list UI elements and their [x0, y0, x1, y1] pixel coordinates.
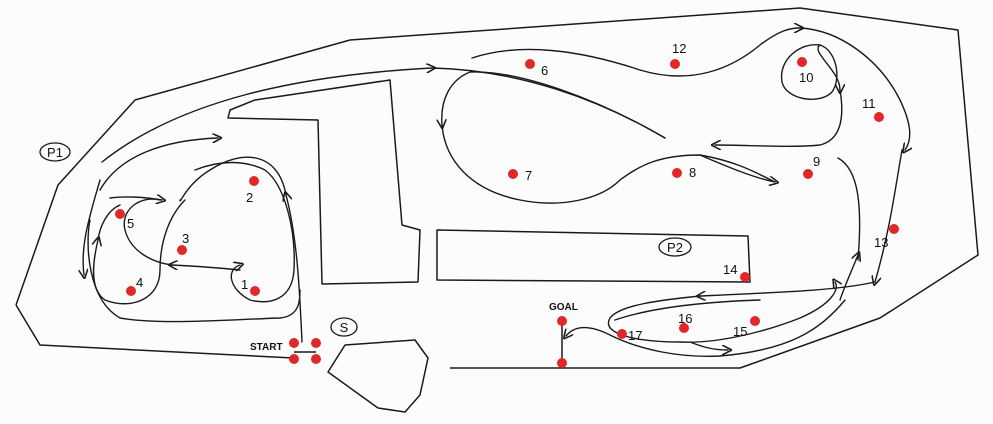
route-top-across	[101, 68, 432, 163]
svg-text:9: 9	[813, 154, 820, 169]
cone-14: 14	[723, 262, 750, 282]
route-to-goal	[566, 299, 846, 357]
svg-text:13: 13	[874, 235, 888, 250]
cone-9: 9	[803, 154, 820, 179]
outer-boundary-start-side	[15, 304, 294, 359]
svg-text:12: 12	[672, 41, 686, 56]
start-label: START	[250, 342, 283, 353]
p2-label: P2	[667, 240, 683, 255]
route-right-down	[875, 149, 903, 282]
svg-text:6: 6	[541, 63, 548, 78]
route-9-back	[715, 89, 843, 146]
route-3-loop	[123, 198, 173, 266]
cone-1: 1	[241, 277, 260, 296]
start-cones	[289, 338, 321, 364]
route-left-big-loop	[83, 179, 101, 275]
svg-text:10: 10	[799, 70, 813, 85]
inner-block-p2	[436, 229, 751, 283]
s-label: S	[340, 320, 349, 335]
route-lower-return	[700, 281, 876, 296]
route-p1-upper	[99, 138, 218, 191]
start-cone	[289, 354, 299, 364]
goal-label: GOAL	[549, 302, 578, 313]
cone-17: 17	[617, 328, 642, 343]
goal-cones	[557, 316, 567, 368]
outer-boundary	[15, 7, 979, 369]
route-12-top	[471, 28, 800, 77]
cone-5: 5	[115, 209, 134, 231]
svg-text:7: 7	[525, 168, 532, 183]
route-to-9-arrow	[699, 154, 775, 182]
route-lower-15-arrow	[689, 341, 728, 350]
route-7-loop	[441, 124, 776, 204]
route-13-up	[839, 255, 858, 301]
route-top-across-2	[431, 67, 666, 139]
route-lower-loop-1516	[607, 282, 836, 343]
route-5-to-4	[94, 199, 186, 305]
cone-3: 3	[177, 231, 189, 255]
p2-marker: P2	[658, 237, 692, 257]
cone-4: 4	[126, 275, 143, 296]
cone-2: 2	[246, 176, 259, 205]
svg-text:8: 8	[689, 165, 696, 180]
p1-marker: P1	[39, 142, 71, 162]
cone-11: 11	[862, 96, 884, 122]
svg-text:17: 17	[628, 328, 642, 343]
svg-text:5: 5	[127, 216, 134, 231]
start-cone	[311, 354, 321, 364]
svg-text:2: 2	[246, 190, 253, 205]
p1-label: P1	[47, 145, 63, 160]
s-building	[327, 339, 429, 413]
cone-8: 8	[672, 165, 696, 180]
cone-6: 6	[525, 59, 548, 78]
cone-15: 15	[733, 316, 760, 339]
svg-text:11: 11	[862, 96, 876, 111]
route-5-arrow	[109, 197, 162, 200]
route-1-to-3	[172, 265, 241, 271]
route-lower-loop	[87, 204, 301, 323]
svg-text:16: 16	[678, 311, 692, 326]
svg-text:4: 4	[136, 275, 143, 290]
cone-13: 13	[874, 224, 899, 250]
goal-cone	[557, 316, 567, 326]
goal-cone	[557, 358, 567, 368]
start-cone	[311, 338, 321, 348]
route-9-down	[837, 157, 861, 261]
route-start-to-2	[286, 195, 303, 343]
svg-text:1: 1	[241, 277, 248, 292]
route-2-loop	[194, 161, 295, 303]
route-around-2	[179, 156, 287, 202]
svg-text:3: 3	[182, 231, 189, 246]
route-10-loop	[799, 27, 910, 150]
svg-text:14: 14	[723, 262, 737, 277]
svg-text:15: 15	[733, 324, 747, 339]
start-cone	[289, 338, 299, 348]
cone-7: 7	[508, 168, 532, 183]
route-lower-upper	[614, 299, 761, 321]
route-10-inner	[780, 44, 840, 100]
numbered-cones: 1 2 3 4 5 6 7 8	[115, 41, 899, 343]
cone-12: 12	[670, 41, 686, 69]
s-marker: S	[330, 317, 358, 337]
route-6-7-loop	[442, 71, 666, 139]
cone-16: 16	[678, 311, 692, 333]
cone-10: 10	[797, 57, 813, 85]
inner-wall-left	[227, 79, 421, 285]
